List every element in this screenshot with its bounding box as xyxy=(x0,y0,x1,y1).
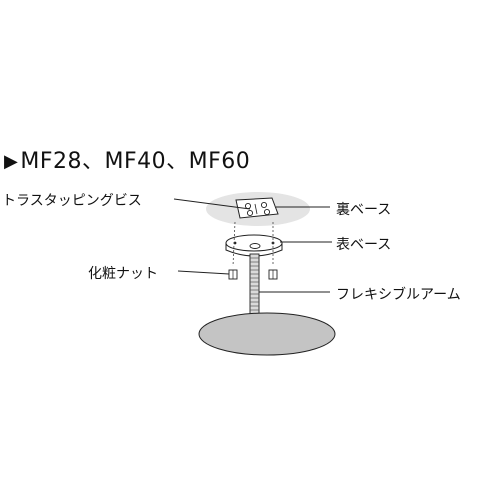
label-truss-tapping-screw: トラスタッピングビス xyxy=(2,193,142,209)
leader-lines xyxy=(173,198,332,293)
label-front-base: 表ベース xyxy=(336,237,392,253)
assembly-guides xyxy=(232,221,274,267)
model-heading: ▶MF28、MF40、MF60 xyxy=(4,143,250,175)
flexible-arm xyxy=(249,253,260,317)
label-decorative-nut: 化粧ナット xyxy=(88,266,158,282)
model-names: MF28、MF40、MF60 xyxy=(20,149,251,174)
label-flexible-arm: フレキシブルアーム xyxy=(336,287,461,303)
back-base-plate xyxy=(235,197,279,219)
decorative-nuts xyxy=(228,269,278,280)
label-back-base: 裏ベース xyxy=(336,202,392,218)
triangle-marker-icon: ▶ xyxy=(4,151,19,172)
lamp-shade xyxy=(198,312,336,356)
